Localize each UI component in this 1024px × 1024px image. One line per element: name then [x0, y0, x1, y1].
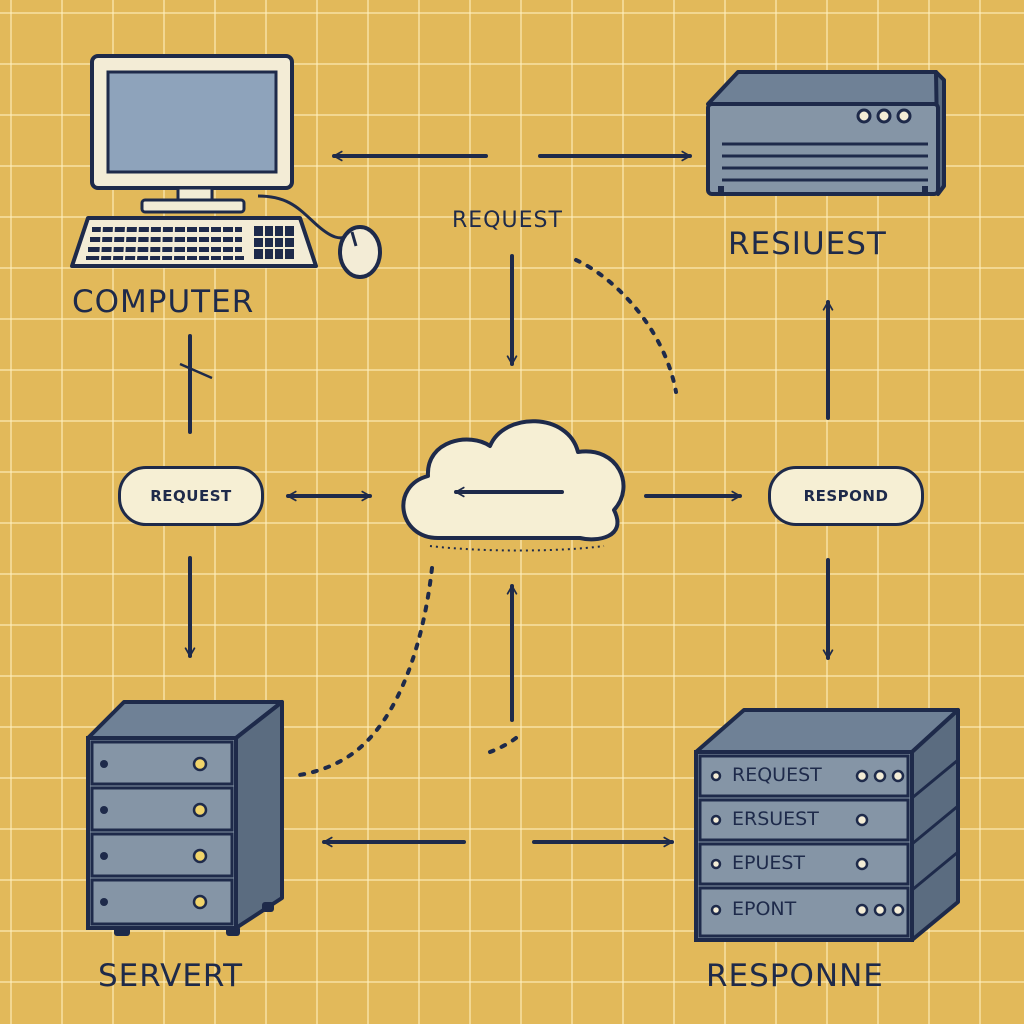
tick-mark: [179, 362, 213, 380]
computer-label: COMPUTER: [72, 284, 255, 320]
server-label: SERVERT: [98, 958, 244, 994]
dotted-curve-top: [574, 258, 678, 394]
respond-pill-right: RESPOND: [768, 466, 924, 526]
request-pill-left: REQUEST: [118, 466, 264, 526]
rack-row-label: EPONT: [732, 898, 797, 920]
response-label: RESPONNE: [706, 958, 884, 994]
rack-row-label: EPUEST: [732, 852, 806, 874]
cloud-icon: [401, 419, 626, 552]
request-label-top: REQUEST: [452, 208, 563, 233]
computer-icon: [70, 54, 382, 279]
dotted-curve-bottom: [290, 566, 434, 778]
rack-row-label: REQUEST: [732, 764, 822, 786]
dotted-curve-bottom-tail: [488, 736, 518, 754]
router-label: RESIUEST: [728, 226, 887, 262]
router-icon: [706, 70, 946, 196]
rack-row-label: ERSUEST: [732, 808, 819, 830]
server-rack-icon: [694, 708, 960, 942]
server-tower-icon: [86, 700, 284, 936]
